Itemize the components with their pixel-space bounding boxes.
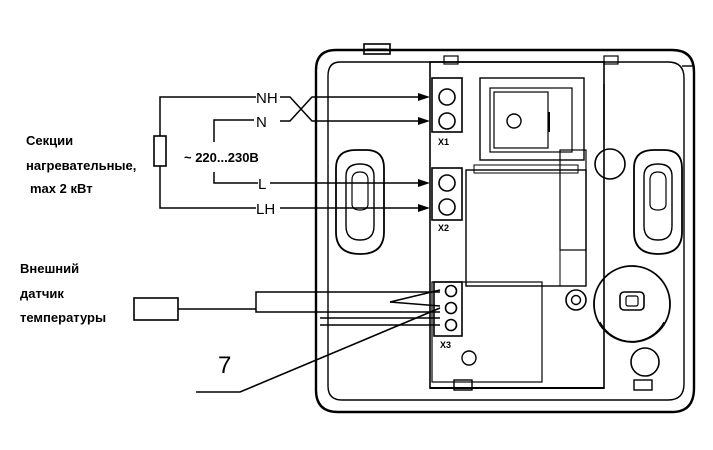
- wires: [133, 96, 441, 393]
- terminal-block-x3: [433, 281, 463, 337]
- external-sensor-label-line3: температуры: [20, 310, 106, 325]
- terminal-label-x1: X1: [438, 137, 449, 147]
- knob-icon: [593, 265, 671, 343]
- mounting-slot-right-icon: [633, 149, 683, 255]
- voltage-label: ~ 220...230В: [184, 150, 259, 165]
- terminal-block-x1: [431, 77, 463, 133]
- board-holes: [461, 148, 660, 377]
- terminal-block-x2: [431, 167, 463, 221]
- heating-sections-label-line2: нагревательные,: [26, 158, 136, 173]
- inner-board: [429, 55, 653, 391]
- screw-icon: [565, 289, 587, 311]
- mounting-slot-left-icon: [335, 149, 385, 255]
- external-sensor-label-line2: датчик: [20, 286, 64, 301]
- switch-icon: [479, 77, 585, 161]
- hole-icon: [594, 148, 626, 180]
- wire-label-l: L: [258, 176, 266, 193]
- wire-label-lh: LH: [256, 201, 275, 218]
- callout-number: 7: [218, 352, 231, 379]
- terminal-label-x3: X3: [440, 340, 451, 350]
- wire-label-n: N: [256, 114, 267, 131]
- wire-arrows: [418, 93, 430, 212]
- hole-icon: [630, 347, 660, 377]
- terminal-label-x2: X2: [438, 223, 449, 233]
- wire-label-nh: NH: [256, 90, 278, 107]
- device-housing: [314, 43, 696, 414]
- sensor-icon: [133, 297, 179, 321]
- hole-icon: [461, 350, 477, 366]
- resistor-icon: [153, 135, 167, 167]
- external-sensor-label-line1: Внешний: [20, 261, 79, 276]
- heating-sections-label-line1: Секции: [26, 133, 73, 148]
- heating-sections-label-line3: max 2 кВт: [30, 181, 93, 196]
